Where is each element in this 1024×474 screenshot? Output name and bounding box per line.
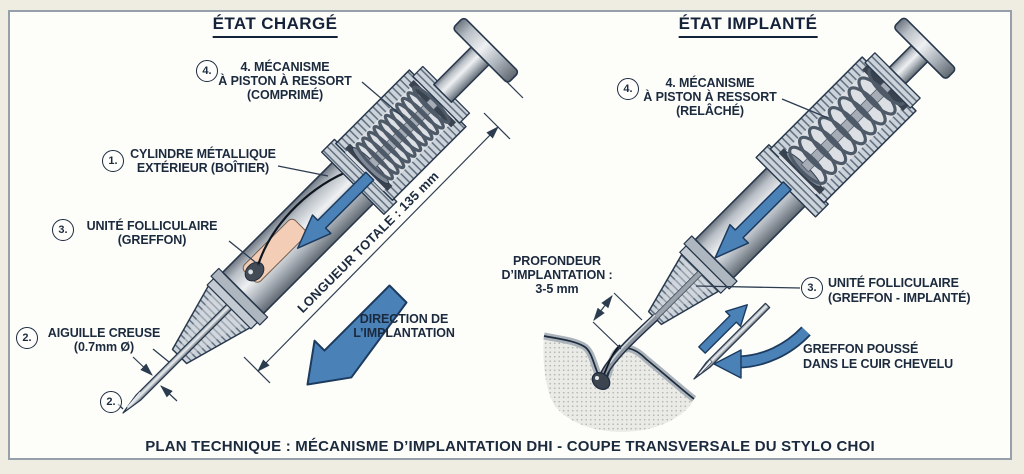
label-graft-pushed: GREFFON POUSSÉ DANS LE CUIR CHEVELU: [803, 342, 954, 371]
implant-depth-dimension: [592, 292, 643, 350]
left-state-title: ÉTAT CHARGÉ: [212, 14, 338, 38]
circled-number-3-right: 3.: [801, 277, 823, 299]
label-hollow-needle: AIGUILLE CREUSE (0.7mm Ø): [47, 326, 161, 354]
graft-push-arrow: [713, 326, 811, 379]
plunger: [888, 17, 956, 85]
label-implant-direction: DIRECTION DE L’IMPLANTATION: [353, 312, 455, 340]
circled-number-2: 2.: [16, 327, 38, 349]
label-implant-depth: PROFONDEUR D’IMPLANTATION : 3-5 mm: [501, 254, 613, 296]
retracted-needle: [693, 302, 771, 380]
label-spring-piston-loaded: 4. MÉCANISME À PISTON À RESSORT (COMPRIM…: [218, 60, 352, 102]
circled-number-4-right: 4.: [617, 78, 639, 100]
needle-retract-arrow: [698, 304, 748, 354]
diagram-caption: PLAN TECHNIQUE : MÉCANISME D’IMPLANTATIO…: [145, 438, 875, 455]
plunger: [433, 17, 519, 103]
circled-number-2-tip: 2.: [100, 391, 122, 413]
label-follicular-unit-right: UNITÉ FOLLICULAIRE (GREFFON - IMPLANTÉ): [828, 276, 971, 305]
internal-direction-arrow: [714, 181, 792, 259]
leader-lines-right: [695, 98, 829, 289]
label-spring-piston-released: 4. MÉCANISME À PISTON À RESSORT (RELÂCHÉ…: [643, 76, 777, 118]
implanted-graft-bulb: [591, 372, 611, 390]
total-length-dimension: [132, 79, 524, 402]
circled-number-3-left: 3.: [52, 219, 74, 241]
relaxed-spring: [788, 66, 907, 185]
label-outer-cylinder: CYLINDRE MÉTALLIQUE EXTÉRIEUR (BOÎTIER): [130, 147, 276, 175]
implant-direction-arrow: [306, 284, 408, 386]
implanted-pen-illustration: [647, 17, 956, 326]
circled-number-1: 1.: [102, 150, 124, 172]
label-follicular-unit-left: UNITÉ FOLLICULAIRE (GREFFON): [86, 219, 218, 247]
circled-number-4-left: 4.: [196, 60, 218, 82]
right-state-title: ÉTAT IMPLANTÉ: [678, 14, 818, 38]
